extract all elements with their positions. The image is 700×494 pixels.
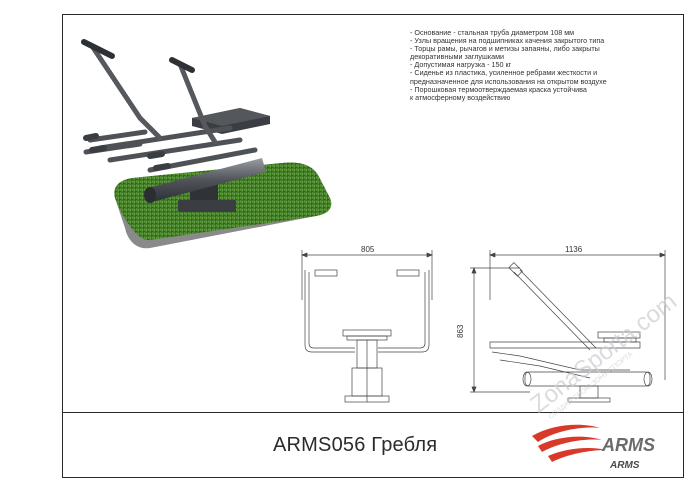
- side-length-label: 1136: [565, 245, 583, 254]
- front-width-label: 805: [361, 245, 375, 254]
- spec-line: к атмосферному воздействию: [410, 92, 511, 102]
- spec-line: - Порошковая термоотверждаемая краска ус…: [410, 84, 587, 94]
- spec-list: - Основание - стальная труба диаметром 1…: [410, 28, 672, 102]
- spec-line: - Торцы рамы, рычагов и метизы запаяны, …: [410, 44, 600, 54]
- lever-arms: [89, 43, 218, 145]
- title-block-divider: [62, 412, 684, 413]
- spec-line: - Допустимая нагрузка - 150 кг: [410, 60, 512, 70]
- footrests: [83, 133, 171, 171]
- seat: [192, 108, 270, 134]
- base-tube: [144, 158, 266, 203]
- drawing-sheet-frame: [62, 14, 684, 478]
- arms-logo-wordmark-small: ARMS: [609, 460, 640, 471]
- spec-line: декоративными заглушками: [410, 52, 505, 62]
- height-label: 863: [456, 324, 465, 338]
- spec-line: - Сиденье из пластика, усиленное ребрами…: [410, 68, 598, 78]
- spec-line: - Узлы вращения на подшипниках качения з…: [410, 36, 605, 46]
- sheet-title: ARMS056 Гребля: [273, 434, 438, 456]
- arms-swoosh: [532, 424, 606, 462]
- arms-logo-wordmark-large: ARMS: [601, 435, 655, 455]
- spec-line: предназначенное для использования на отк…: [410, 76, 607, 86]
- spec-line: - Основание - стальная труба диаметром 1…: [410, 28, 575, 37]
- lever-handles: [81, 39, 195, 73]
